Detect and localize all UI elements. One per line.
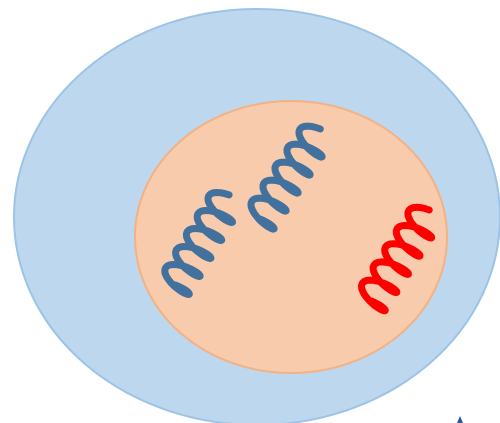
chromosome-blue-left [161,189,236,298]
corner-marker-icon [457,416,463,423]
chromosome-red-right [358,203,436,315]
chromosome-blue-center [247,122,326,233]
